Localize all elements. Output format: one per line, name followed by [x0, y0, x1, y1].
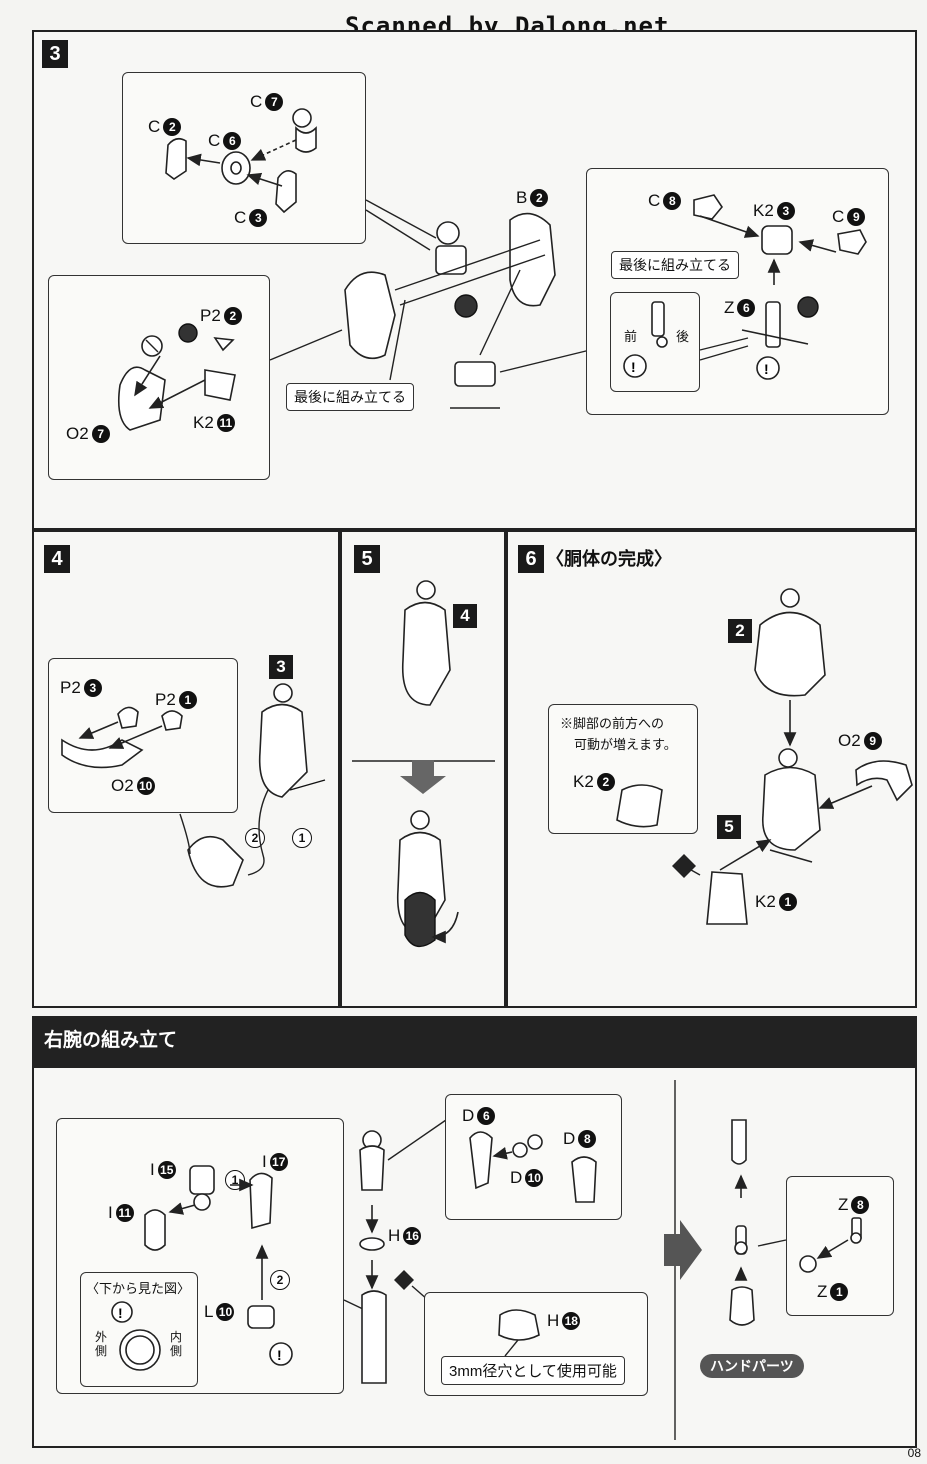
step6-note-line2: 可動が増えます。: [574, 737, 677, 752]
note-3mm: 3mm径穴として使用可能: [441, 1356, 625, 1385]
label-outer: 外側: [95, 1330, 108, 1358]
hand-parts-label: ハンドパーツ: [700, 1354, 804, 1378]
label-front: 前: [624, 329, 638, 344]
right-arm-header: 右腕の組み立て: [32, 1016, 917, 1066]
step6-title: 〈胴体の完成〉: [546, 549, 672, 569]
ref-step5: 5: [717, 815, 741, 839]
label-inner: 内側: [170, 1330, 183, 1358]
substep-2-arm: 2: [270, 1270, 290, 1290]
ref-step2: 2: [728, 619, 752, 643]
step4-number: 4: [44, 545, 70, 573]
svg-text:!: !: [631, 359, 636, 375]
step6-note-line1: ※脚部の前方への: [560, 716, 665, 731]
label-back: 後: [676, 329, 690, 344]
svg-text:!: !: [277, 1347, 282, 1363]
step6-number: 6: [518, 545, 544, 573]
note-assemble-last-right: 最後に組み立てる: [611, 251, 739, 279]
substep-1: 1: [292, 828, 312, 848]
bottom-view-title: 〈下から見た図〉: [86, 1281, 191, 1296]
page-number: 08: [907, 1446, 921, 1460]
note-assemble-last-center: 最後に組み立てる: [286, 383, 414, 411]
svg-text:!: !: [118, 1305, 123, 1321]
svg-text:!: !: [764, 361, 769, 377]
ref-step3: 3: [269, 655, 293, 679]
ref-step4: 4: [453, 604, 477, 628]
step5-number: 5: [354, 545, 380, 573]
step3-number: 3: [42, 40, 68, 68]
